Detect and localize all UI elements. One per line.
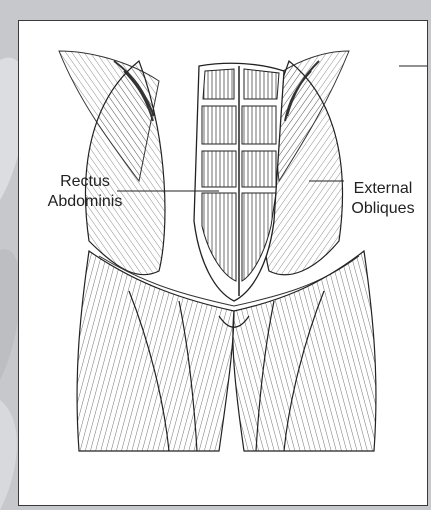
rectus-abdominis-label: Rectus Abdominis: [30, 172, 140, 212]
abdominal-muscles-illustration: [19, 21, 428, 506]
external-obliques-label: External Obliques: [337, 179, 428, 219]
obliques-label-line1: External: [337, 179, 428, 199]
obliques-label-line2: Obliques: [337, 199, 428, 219]
diagram-card: Rectus Abdominis External Obliques: [18, 20, 428, 506]
rectus-label-line1: Rectus: [30, 172, 140, 192]
rectus-label-line2: Abdominis: [30, 192, 140, 212]
